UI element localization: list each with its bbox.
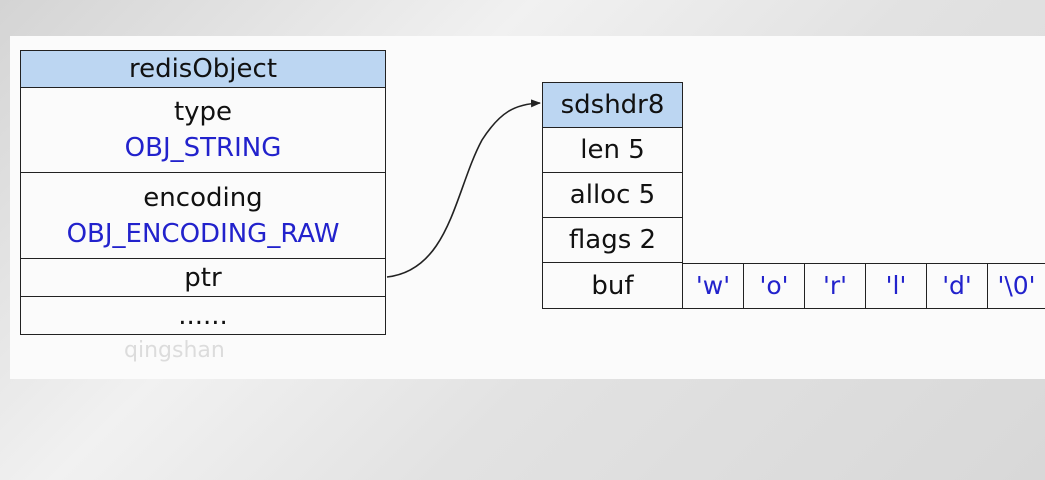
encoding-label: encoding	[143, 182, 263, 213]
len-field: len 5	[542, 128, 683, 173]
buf-char-cell: 'o'	[743, 263, 805, 309]
buf-char-cell: 'l'	[865, 263, 927, 309]
flags-label: flags 2	[568, 225, 657, 255]
buf-char: 'w'	[695, 271, 731, 300]
buf-field: buf	[542, 263, 683, 309]
more-label: ......	[178, 300, 228, 331]
ptr-field: ptr	[20, 259, 386, 297]
buf-char: '\0'	[997, 271, 1036, 300]
ptr-label: ptr	[184, 262, 222, 293]
redis-object-title: redisObject	[128, 54, 278, 84]
redis-object-header: redisObject	[20, 50, 386, 88]
buf-char-cell: 'd'	[926, 263, 988, 309]
type-label: type	[173, 97, 233, 127]
buf-char-cell: '\0'	[987, 263, 1045, 309]
buf-char-cell: 'w'	[682, 263, 744, 309]
buf-char: 'd'	[942, 271, 972, 300]
sdshdr8-title: sdshdr8	[560, 90, 665, 120]
buf-char-cell: 'r'	[804, 263, 866, 309]
buf-char: 'l'	[885, 271, 907, 300]
buf-char: 'o'	[759, 271, 789, 300]
buf-label: buf	[591, 270, 634, 301]
alloc-label: alloc 5	[569, 180, 656, 210]
type-value: OBJ_STRING	[124, 133, 282, 163]
buf-char: 'r'	[822, 271, 848, 300]
len-label: len 5	[580, 135, 645, 165]
alloc-field: alloc 5	[542, 173, 683, 218]
watermark: qingshan	[124, 338, 225, 363]
encoding-field: encoding OBJ_ENCODING_RAW	[20, 173, 386, 259]
more-field: ......	[20, 297, 386, 335]
sdshdr8-header: sdshdr8	[542, 82, 683, 128]
flags-field: flags 2	[542, 218, 683, 263]
encoding-value: OBJ_ENCODING_RAW	[66, 218, 340, 249]
type-field: type OBJ_STRING	[20, 88, 386, 173]
